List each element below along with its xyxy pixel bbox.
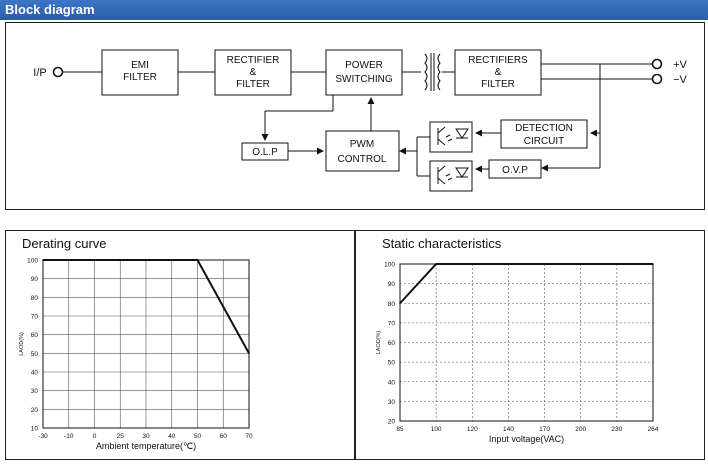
derating-x-tick-label: 0 bbox=[93, 433, 97, 440]
power-switching-block bbox=[325, 49, 403, 96]
static-characteristics-title: Static characteristics bbox=[382, 236, 502, 251]
static-y-tick-label: 100 bbox=[384, 262, 395, 269]
section-header: Block diagram bbox=[0, 0, 708, 20]
output-negative-label: −V bbox=[673, 74, 687, 86]
block-diagram: I/P EMI FILTER RECTIFIER & FILTER POWER … bbox=[33, 49, 688, 192]
rectifier-label-2: & bbox=[250, 67, 257, 78]
power-label-1: POWER bbox=[345, 60, 383, 71]
static-characteristics-chart: 85 100 120 140 170 200 230 264 20 30 40 50 60 70 80 90 1… bbox=[376, 262, 659, 445]
static-y-tick-label: 30 bbox=[388, 399, 396, 406]
output-positive-label: +V bbox=[673, 59, 687, 71]
pwm-label-1: PWM bbox=[350, 139, 374, 150]
section-title: Block diagram bbox=[5, 2, 95, 17]
detection-label-2: CIRCUIT bbox=[524, 136, 565, 147]
derating-data-point bbox=[248, 352, 250, 355]
static-y-tick-label: 80 bbox=[388, 301, 396, 308]
static-data-point bbox=[652, 263, 654, 265]
derating-y-axis-label: LAOD(%) bbox=[19, 332, 25, 356]
static-data-point bbox=[435, 263, 437, 265]
static-x-tick-label: 120 bbox=[467, 426, 478, 433]
input-label: I/P bbox=[33, 67, 46, 79]
block-diagram-panel: I/P EMI FILTER RECTIFIER & FILTER POWER … bbox=[5, 22, 705, 210]
static-x-tick-label: 100 bbox=[431, 426, 442, 433]
static-x-tick-label: 170 bbox=[539, 426, 550, 433]
static-x-tick-label: 85 bbox=[396, 426, 404, 433]
derating-y-tick-label: 100 bbox=[27, 258, 38, 265]
static-y-tick-label: 70 bbox=[388, 320, 396, 327]
static-x-tick-label: 264 bbox=[648, 426, 659, 433]
ovp-label: O.V.P bbox=[502, 165, 528, 176]
derating-y-tick-label: 80 bbox=[31, 295, 39, 302]
derating-x-axis-label: Ambient temperature(℃) bbox=[96, 441, 196, 451]
output-positive-terminal-icon bbox=[651, 58, 663, 70]
transformer-icon bbox=[424, 53, 441, 91]
static-y-tick-label: 20 bbox=[388, 419, 396, 426]
derating-x-tick-label: 25 bbox=[117, 433, 125, 440]
pwm-control-block bbox=[325, 130, 400, 172]
optocoupler-bottom-icon bbox=[429, 160, 473, 192]
rectifiers-label-1: RECTIFIERS bbox=[468, 55, 528, 66]
input-terminal-icon bbox=[52, 66, 64, 78]
derating-x-tick-label: 60 bbox=[220, 433, 228, 440]
emi-label-2: FILTER bbox=[123, 72, 157, 83]
static-x-axis-label: Input voltage(VAC) bbox=[489, 434, 564, 444]
derating-y-tick-label: 40 bbox=[31, 370, 39, 377]
static-y-tick-label: 60 bbox=[388, 340, 396, 347]
static-x-tick-label: 230 bbox=[611, 426, 622, 433]
pwm-label-2: CONTROL bbox=[338, 154, 387, 165]
output-negative-terminal-icon bbox=[651, 73, 663, 85]
derating-y-tick-label: 50 bbox=[31, 351, 39, 358]
detection-circuit-block bbox=[500, 119, 588, 149]
static-grid bbox=[399, 263, 654, 422]
optocoupler-top-icon bbox=[429, 121, 473, 153]
static-characteristics-panel: Static characteristics 85 100 120 140 170 200… bbox=[355, 230, 705, 460]
static-x-tick-label: 200 bbox=[575, 426, 586, 433]
static-y-tick-label: 50 bbox=[388, 360, 396, 367]
derating-y-tick-label: 70 bbox=[31, 314, 39, 321]
derating-data-point bbox=[42, 259, 44, 261]
derating-grid bbox=[42, 259, 250, 429]
derating-x-tick-label: 70 bbox=[245, 433, 253, 440]
derating-x-tick-label: 30 bbox=[142, 433, 150, 440]
derating-x-tick-label: -30 bbox=[38, 433, 48, 440]
olp-label: O.L.P bbox=[252, 147, 278, 158]
derating-y-tick-label: 10 bbox=[31, 426, 39, 433]
power-label-2: SWITCHING bbox=[335, 74, 392, 85]
derating-curve-chart: -30 -10 0 25 30 40 50 60 70 10 20 30 40 50 60 70 80 90 100… bbox=[19, 258, 253, 452]
static-x-tick-label: 140 bbox=[503, 426, 514, 433]
rectifier-label-1: RECTIFIER bbox=[227, 55, 280, 66]
derating-x-tick-label: -10 bbox=[64, 433, 74, 440]
emi-label-1: EMI bbox=[131, 60, 149, 71]
static-data-point bbox=[399, 302, 401, 305]
derating-x-tick-label: 50 bbox=[194, 433, 202, 440]
rectifiers-label-2: & bbox=[495, 67, 502, 78]
static-y-tick-label: 90 bbox=[388, 281, 396, 288]
rectifiers-label-3: FILTER bbox=[481, 79, 515, 90]
derating-x-tick-label: 40 bbox=[168, 433, 176, 440]
derating-curve-panel: Derating curve -30 -10 0 25 30 40 50 60 70 10 20 30… bbox=[5, 230, 355, 460]
rectifier-label-3: FILTER bbox=[236, 79, 270, 90]
derating-y-tick-label: 60 bbox=[31, 332, 39, 339]
derating-y-tick-label: 90 bbox=[31, 276, 39, 283]
derating-data-point bbox=[196, 259, 199, 261]
static-y-tick-label: 40 bbox=[388, 379, 396, 386]
derating-y-tick-label: 30 bbox=[31, 388, 39, 395]
static-y-axis-label: LAOD(%) bbox=[376, 331, 382, 355]
rectifiers-filter-block bbox=[454, 49, 542, 96]
detection-label-1: DETECTION bbox=[515, 123, 573, 134]
derating-curve-title: Derating curve bbox=[22, 236, 107, 251]
derating-y-tick-label: 20 bbox=[31, 407, 39, 414]
